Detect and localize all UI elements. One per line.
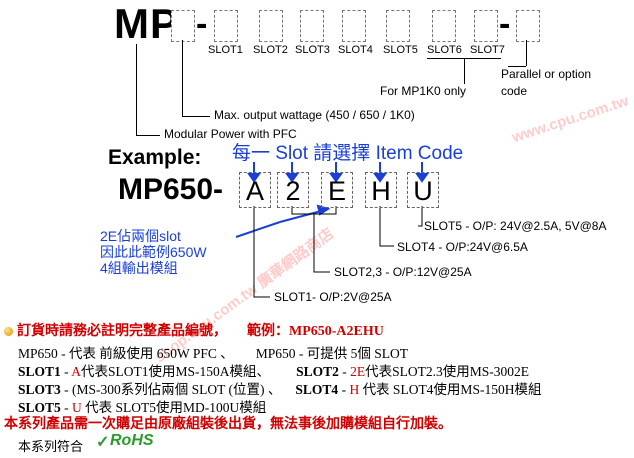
example-char-e: E — [321, 172, 353, 208]
notes-line4: SLOT3 - (MS-300系列佔兩個 SLOT (位置) 、SLOT4 - … — [18, 378, 541, 398]
header-dash-2: - — [499, 5, 511, 43]
order-instruction: 訂貨時請務必註明完整產品編號， — [17, 324, 227, 339]
slot3-label: SLOT3 — [295, 44, 330, 56]
modular-power-text: Modular Power with PFC — [164, 127, 297, 141]
wattage-leader-v — [182, 40, 183, 116]
notes-bullet-line: 訂貨時請務必註明完整產品編號， 範例：MP650-A2EHU — [4, 320, 384, 340]
header-dash: - — [196, 5, 208, 43]
example-note-line2: 因此此範例650W — [100, 244, 207, 260]
mp650-pfc-desc: MP650 - 代表 前級使用 650W PFC 、 — [18, 346, 234, 361]
watermark-top: www.cpu.com.tw — [510, 92, 631, 147]
example-note-line1: 2E佔兩個slot — [100, 228, 181, 244]
slot67-bracket-down — [464, 58, 465, 84]
slot3-code: SLOT3 — [18, 382, 61, 397]
slot1-spec: SLOT1- O/P:2V@25A — [274, 290, 392, 304]
max-output-text: Max. output wattage (450 / 650 / 1K0) — [214, 108, 415, 122]
slot5-desc: 代表 SLOT5使用MD-100U模組 — [81, 400, 267, 415]
example-char-h: H — [365, 172, 397, 208]
slot7-box — [474, 10, 498, 42]
slot4-spec: SLOT4 - O/P:24V@6.5A — [397, 240, 528, 254]
option-leader-h — [508, 66, 526, 67]
mp650-slot-desc: MP650 - 可提供 5個 SLOT — [255, 346, 409, 361]
mp-leader-h — [136, 135, 160, 136]
parallel-option-line2: code — [501, 84, 528, 98]
wattage-leader-h — [182, 116, 210, 117]
slot2-dash: - — [338, 364, 351, 379]
example-char-2: 2 — [277, 172, 309, 208]
example-char-u: U — [407, 172, 439, 208]
notes-line2: MP650 - 代表 前級使用 650W PFC 、 MP650 - 可提供 5個… — [18, 342, 408, 362]
parallel-option-line1: Parallel or option — [501, 67, 592, 81]
slot4-label: SLOT4 — [338, 44, 373, 56]
rohs-check-icon: ✓ — [96, 434, 110, 451]
notes-line3: SLOT1 - A代表SLOT1使用MS-150A模組、 SLOT2 - 2E代表… — [18, 360, 529, 380]
order-example: 範例：MP650-A2EHU — [247, 324, 384, 339]
slot7-label: SLOT7 — [470, 44, 505, 56]
notes-line5: SLOT5 - U 代表 SLOT5使用MD-100U模組 — [18, 396, 266, 416]
rohs-logo: ✓ RoHS — [96, 430, 154, 452]
slot4-code: SLOT4 — [295, 382, 339, 397]
slot2-code: SLOT2 — [296, 364, 339, 379]
slot4-dash: - — [338, 382, 350, 397]
slot1-label: SLOT1 — [208, 44, 243, 56]
option-box — [516, 10, 540, 42]
slot3-box — [300, 10, 324, 42]
each-slot-chinese: 每一 Slot 請選擇 Item Code — [232, 143, 464, 164]
slot1-letter: A — [71, 364, 82, 379]
example-char-a: A — [239, 172, 271, 208]
slot1-dash: - — [60, 364, 72, 379]
slot4-desc: 代表 SLOT4使用MS-150H模組 — [359, 382, 542, 397]
purchase-warning: 本系列產品需一次購足由原廠組裝後出貨，無法事後加購模組自行加裝。 — [4, 417, 452, 432]
example-model-prefix: MP650- — [118, 173, 224, 206]
slot2-box — [259, 10, 283, 42]
for-mp1k0-text: For MP1K0 only — [380, 84, 467, 98]
slot5-letter: U — [72, 400, 82, 415]
slot5-label: SLOT5 — [383, 44, 418, 56]
slot2-desc: 代表SLOT2.3使用MS-3002E — [365, 364, 529, 379]
slot5-spec: SLOT5 - O/P: 24V@2.5A, 5V@8A — [424, 219, 607, 233]
slot6-label: SLOT6 — [427, 44, 462, 56]
slot23-spec: SLOT2,3 - O/P:12V@25A — [334, 265, 472, 279]
slot5-dash: - — [60, 400, 73, 415]
bullet-icon — [4, 327, 13, 337]
slot2-letter: 2E — [350, 364, 366, 379]
parallel-option-text: Parallel or option code — [501, 66, 591, 100]
slot5-code: SLOT5 — [18, 400, 61, 415]
slot1-desc: 代表SLOT1使用MS-150A模組、 — [81, 364, 271, 379]
example-title: Example: — [108, 146, 202, 169]
slot5-box — [386, 10, 410, 42]
slot3-desc: - (MS-300系列佔兩個 SLOT (位置) 、 — [60, 382, 282, 397]
example-note-line3: 4組輸出模組 — [100, 260, 178, 276]
slot1-code: SLOT1 — [18, 364, 61, 379]
mp-leader-v — [136, 44, 137, 135]
slot4-letter: H — [349, 382, 360, 397]
option-leader-v — [526, 40, 527, 66]
slot1-box — [214, 10, 238, 42]
rohs-logo-text: RoHS — [110, 432, 154, 449]
example-note: 2E佔兩個slot 因此此範例650W 4組輸出模組 — [100, 228, 207, 276]
slot2-label: SLOT2 — [253, 44, 288, 56]
rohs-text: 本系列符合 — [18, 439, 84, 454]
slot6-box — [432, 10, 456, 42]
wattage-box — [171, 10, 195, 42]
model-prefix-mp: MP — [114, 0, 179, 47]
slot4-box — [342, 10, 366, 42]
